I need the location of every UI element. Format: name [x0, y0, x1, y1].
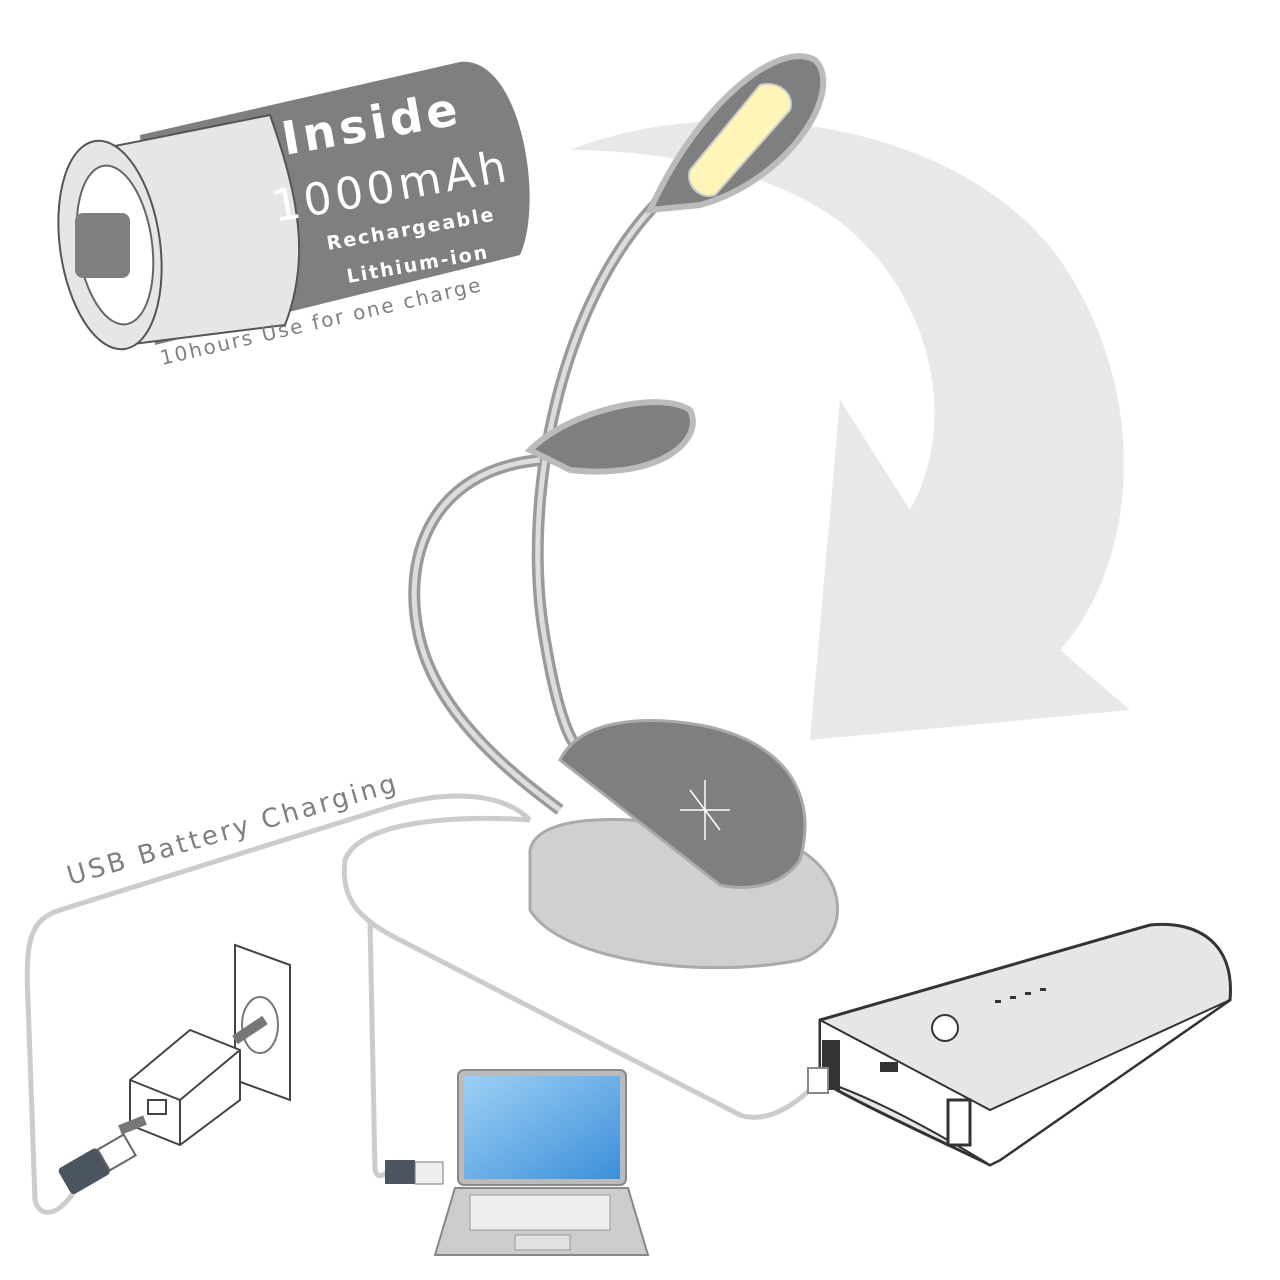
wall-charger-icon: [58, 943, 291, 1195]
laptop-icon: [385, 1069, 650, 1256]
power-bank-icon: [807, 922, 1232, 1167]
battery-icon: [57, 61, 530, 351]
clip-lamp-illustration: [408, 53, 839, 970]
curved-arrow-icon: [570, 120, 1130, 740]
usb-charging-label: USB Battery Charging: [64, 768, 403, 892]
